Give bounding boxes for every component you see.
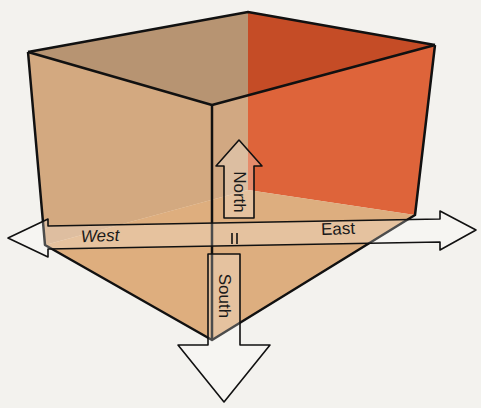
west-label: West <box>81 227 120 245</box>
east-label: East <box>321 220 356 238</box>
ceiling <box>28 12 435 105</box>
north-arrow <box>216 140 262 218</box>
compass-arrows <box>8 140 476 402</box>
arrow-gap-mark <box>236 233 238 244</box>
south-label: South <box>216 274 233 318</box>
top-back-edges <box>28 12 435 52</box>
outline-edges <box>28 45 435 340</box>
top-front-edges <box>28 45 435 105</box>
south-arrow <box>178 254 270 402</box>
box-edges <box>28 12 435 340</box>
arrow-gap-mark <box>231 233 233 244</box>
north-label: North <box>231 171 248 213</box>
